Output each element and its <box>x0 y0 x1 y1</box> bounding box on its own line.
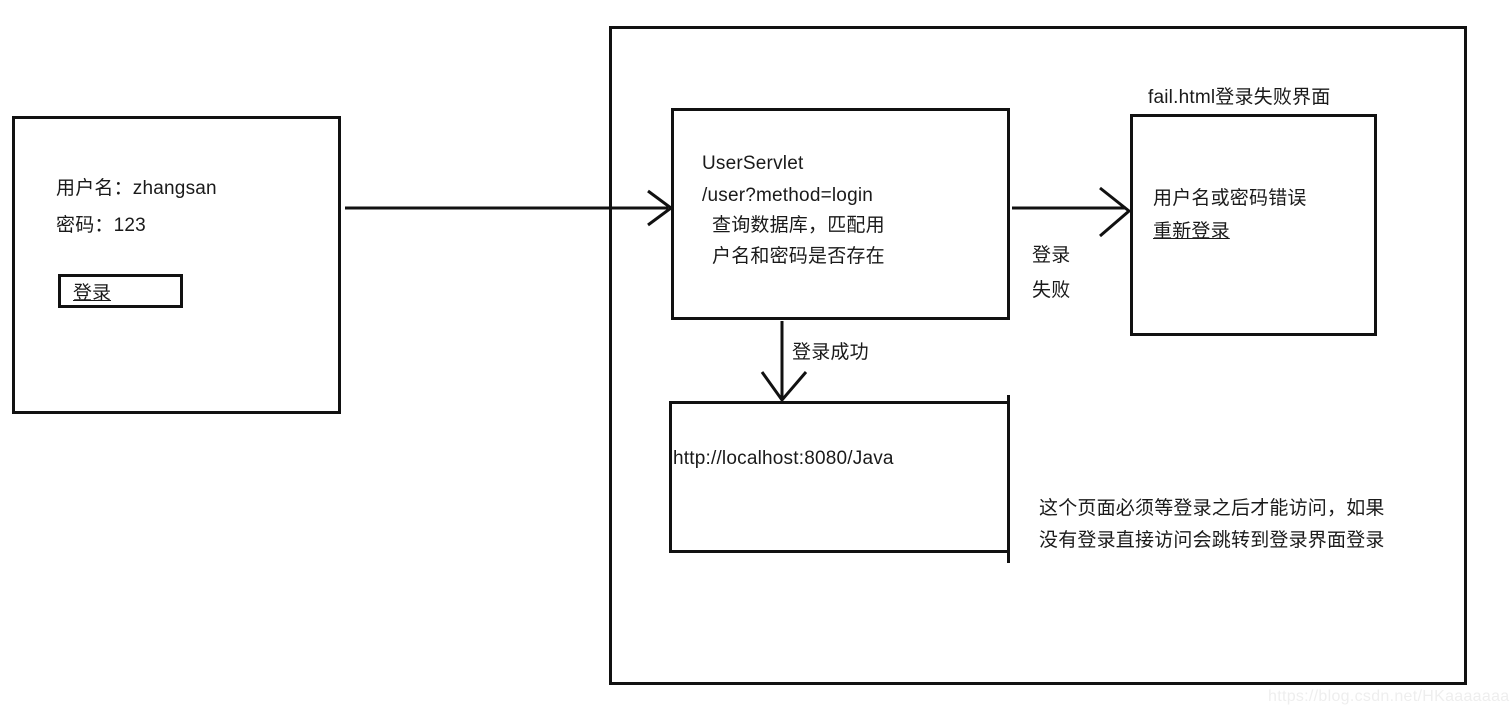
servlet-request-path: /user?method=login <box>702 185 874 206</box>
success-page-note-line-2: 没有登录直接访问会跳转到登录界面登录 <box>1039 530 1385 551</box>
success-page-box <box>669 401 1010 553</box>
edge-label-fail-line-1: 登录 <box>1032 245 1071 266</box>
servlet-class-name: UserServlet <box>702 153 804 174</box>
login-username-label: 用户名：zhangsan <box>56 178 217 199</box>
login-password-label: 密码：123 <box>56 215 146 236</box>
fail-page-relogin-link[interactable]: 重新登录 <box>1153 221 1230 242</box>
fail-page-box <box>1130 114 1377 336</box>
watermark: https://blog.csdn.net/HKaaaaaaa <box>1268 688 1510 705</box>
success-page-url-clip: http://localhost:8080/Java <box>673 445 910 475</box>
login-page-box <box>12 116 341 414</box>
fail-page-message: 用户名或密码错误 <box>1153 188 1307 209</box>
success-page-url: http://localhost:8080/Java <box>673 448 894 469</box>
edge-label-fail-line-2: 失败 <box>1032 280 1071 301</box>
success-page-box-edge-overshoot <box>1007 395 1010 563</box>
user-servlet-box <box>671 108 1010 320</box>
success-page-note-line-1: 这个页面必须等登录之后才能访问，如果 <box>1039 498 1385 519</box>
login-submit-button-label: 登录 <box>73 282 112 304</box>
servlet-description-line-2: 户名和密码是否存在 <box>712 246 885 267</box>
edge-label-success: 登录成功 <box>792 342 869 363</box>
fail-page-caption: fail.html登录失败界面 <box>1148 87 1331 108</box>
servlet-description-line-1: 查询数据库，匹配用 <box>712 215 885 236</box>
login-submit-button[interactable]: 登录 <box>58 274 183 308</box>
